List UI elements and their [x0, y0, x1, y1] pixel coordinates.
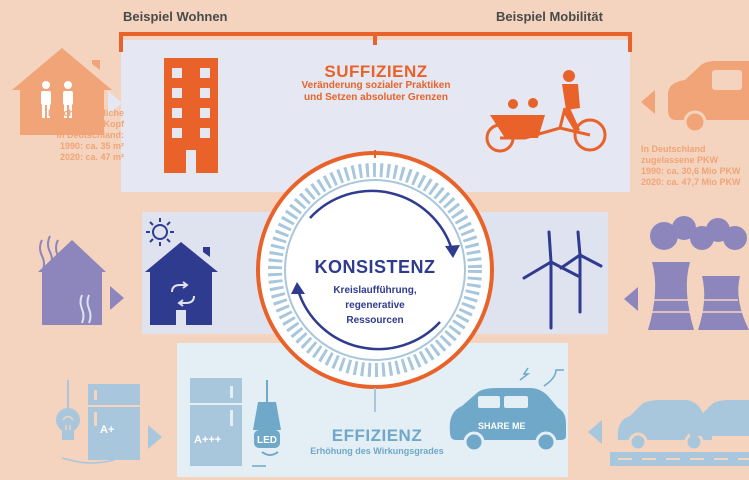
share-label: SHARE ME: [478, 421, 526, 431]
konsistenz-line2: regenerative: [345, 300, 405, 311]
power-plant-icon: [648, 216, 749, 330]
arrow-left-icon: [588, 420, 602, 444]
wind-turbines-icon: [522, 230, 603, 330]
suffizienz-subtitle: Veränderung sozialer Praktiken und Setze…: [276, 80, 476, 104]
effizienz-subtitle: Erhöhung des Wirkungsgrades: [310, 446, 444, 456]
pkw-line4: 2020: ca. 47,7 Mio PKW: [641, 177, 741, 187]
car-icon-large: [668, 61, 749, 120]
electric-car-icon: SHARE ME: [449, 367, 566, 453]
car-traffic-icon: [610, 400, 749, 466]
wohnflaeche-line4: 1990: ca. 35 m²: [59, 141, 124, 151]
people-icon: [41, 81, 73, 118]
wohnflaeche-line3: in Deutschland:: [56, 130, 124, 140]
suffizienz-title: SUFFIZIENZ: [324, 62, 428, 81]
filament-icon: [62, 415, 74, 430]
car-window: [712, 70, 742, 90]
smart-house-icon: [145, 242, 218, 325]
car-wheel-icon: [683, 110, 707, 134]
suffizienz-subtitle-line2: und Setzen absoluter Grenzen: [304, 92, 448, 103]
fridge-old-label: A+: [100, 424, 114, 436]
heated-house-icon: [38, 235, 124, 325]
header-mobilitaet: Beispiel Mobilität: [496, 9, 603, 24]
wohnflaeche-line5: 2020: ca. 47 m²: [59, 152, 124, 162]
cyclist-icon: [490, 70, 580, 138]
wohnflaeche-line1: Durchschnittliche: [47, 108, 124, 118]
recycle-arrows-icon: [171, 281, 195, 307]
sun-icon: [146, 218, 174, 246]
house-people-icon: [12, 48, 112, 135]
efficient-fridge-icon: A+++: [190, 378, 242, 466]
old-bulb-icon: [56, 380, 80, 440]
power-plant-grid: [650, 299, 742, 313]
arrow-right-icon: [108, 91, 122, 115]
old-fridge-icon: A+: [88, 384, 140, 460]
arrow-right-icon: [148, 425, 162, 449]
konsistenz-title: KONSISTENZ: [314, 257, 436, 277]
pkw-line1: In Deutschland: [641, 144, 706, 154]
arrow-left-icon: [624, 287, 638, 311]
pkw-stat: In Deutschland zugelassene PKW 1990: ca.…: [641, 144, 749, 188]
suffizienz-subtitle-line1: Veränderung sozialer Praktiken: [301, 80, 451, 91]
smart-house-door: [176, 310, 186, 325]
konsistenz-line1: Kreislaufführung,: [333, 285, 417, 296]
pkw-line3: 1990: ca. 30,6 Mio PKW: [641, 166, 741, 176]
konsistenz-line3: Ressourcen: [346, 315, 404, 326]
wohnflaeche-stat: Durchschnittliche Wohnfläche pro Kopf in…: [16, 108, 124, 163]
led-label: LED: [257, 435, 277, 446]
header-wohnen: Beispiel Wohnen: [123, 9, 228, 24]
effizienz-title: EFFIZIENZ: [331, 426, 423, 445]
konsistenz-cycle-circle: [256, 151, 494, 389]
konsistenz-subtitle: Kreislaufführung, regenerative Ressource…: [318, 283, 432, 328]
suffizienz-bracket: [119, 32, 632, 52]
led-bulb-icon: LED: [252, 380, 281, 467]
apartment-building-icon: [164, 58, 218, 173]
wohnflaeche-line2: Wohnfläche pro Kopf: [33, 119, 124, 129]
fridge-new-label: A+++: [194, 434, 221, 446]
plug-cable-icon: [61, 457, 115, 464]
arrow-left-icon: [641, 90, 655, 114]
pkw-line2: zugelassene PKW: [641, 155, 719, 165]
